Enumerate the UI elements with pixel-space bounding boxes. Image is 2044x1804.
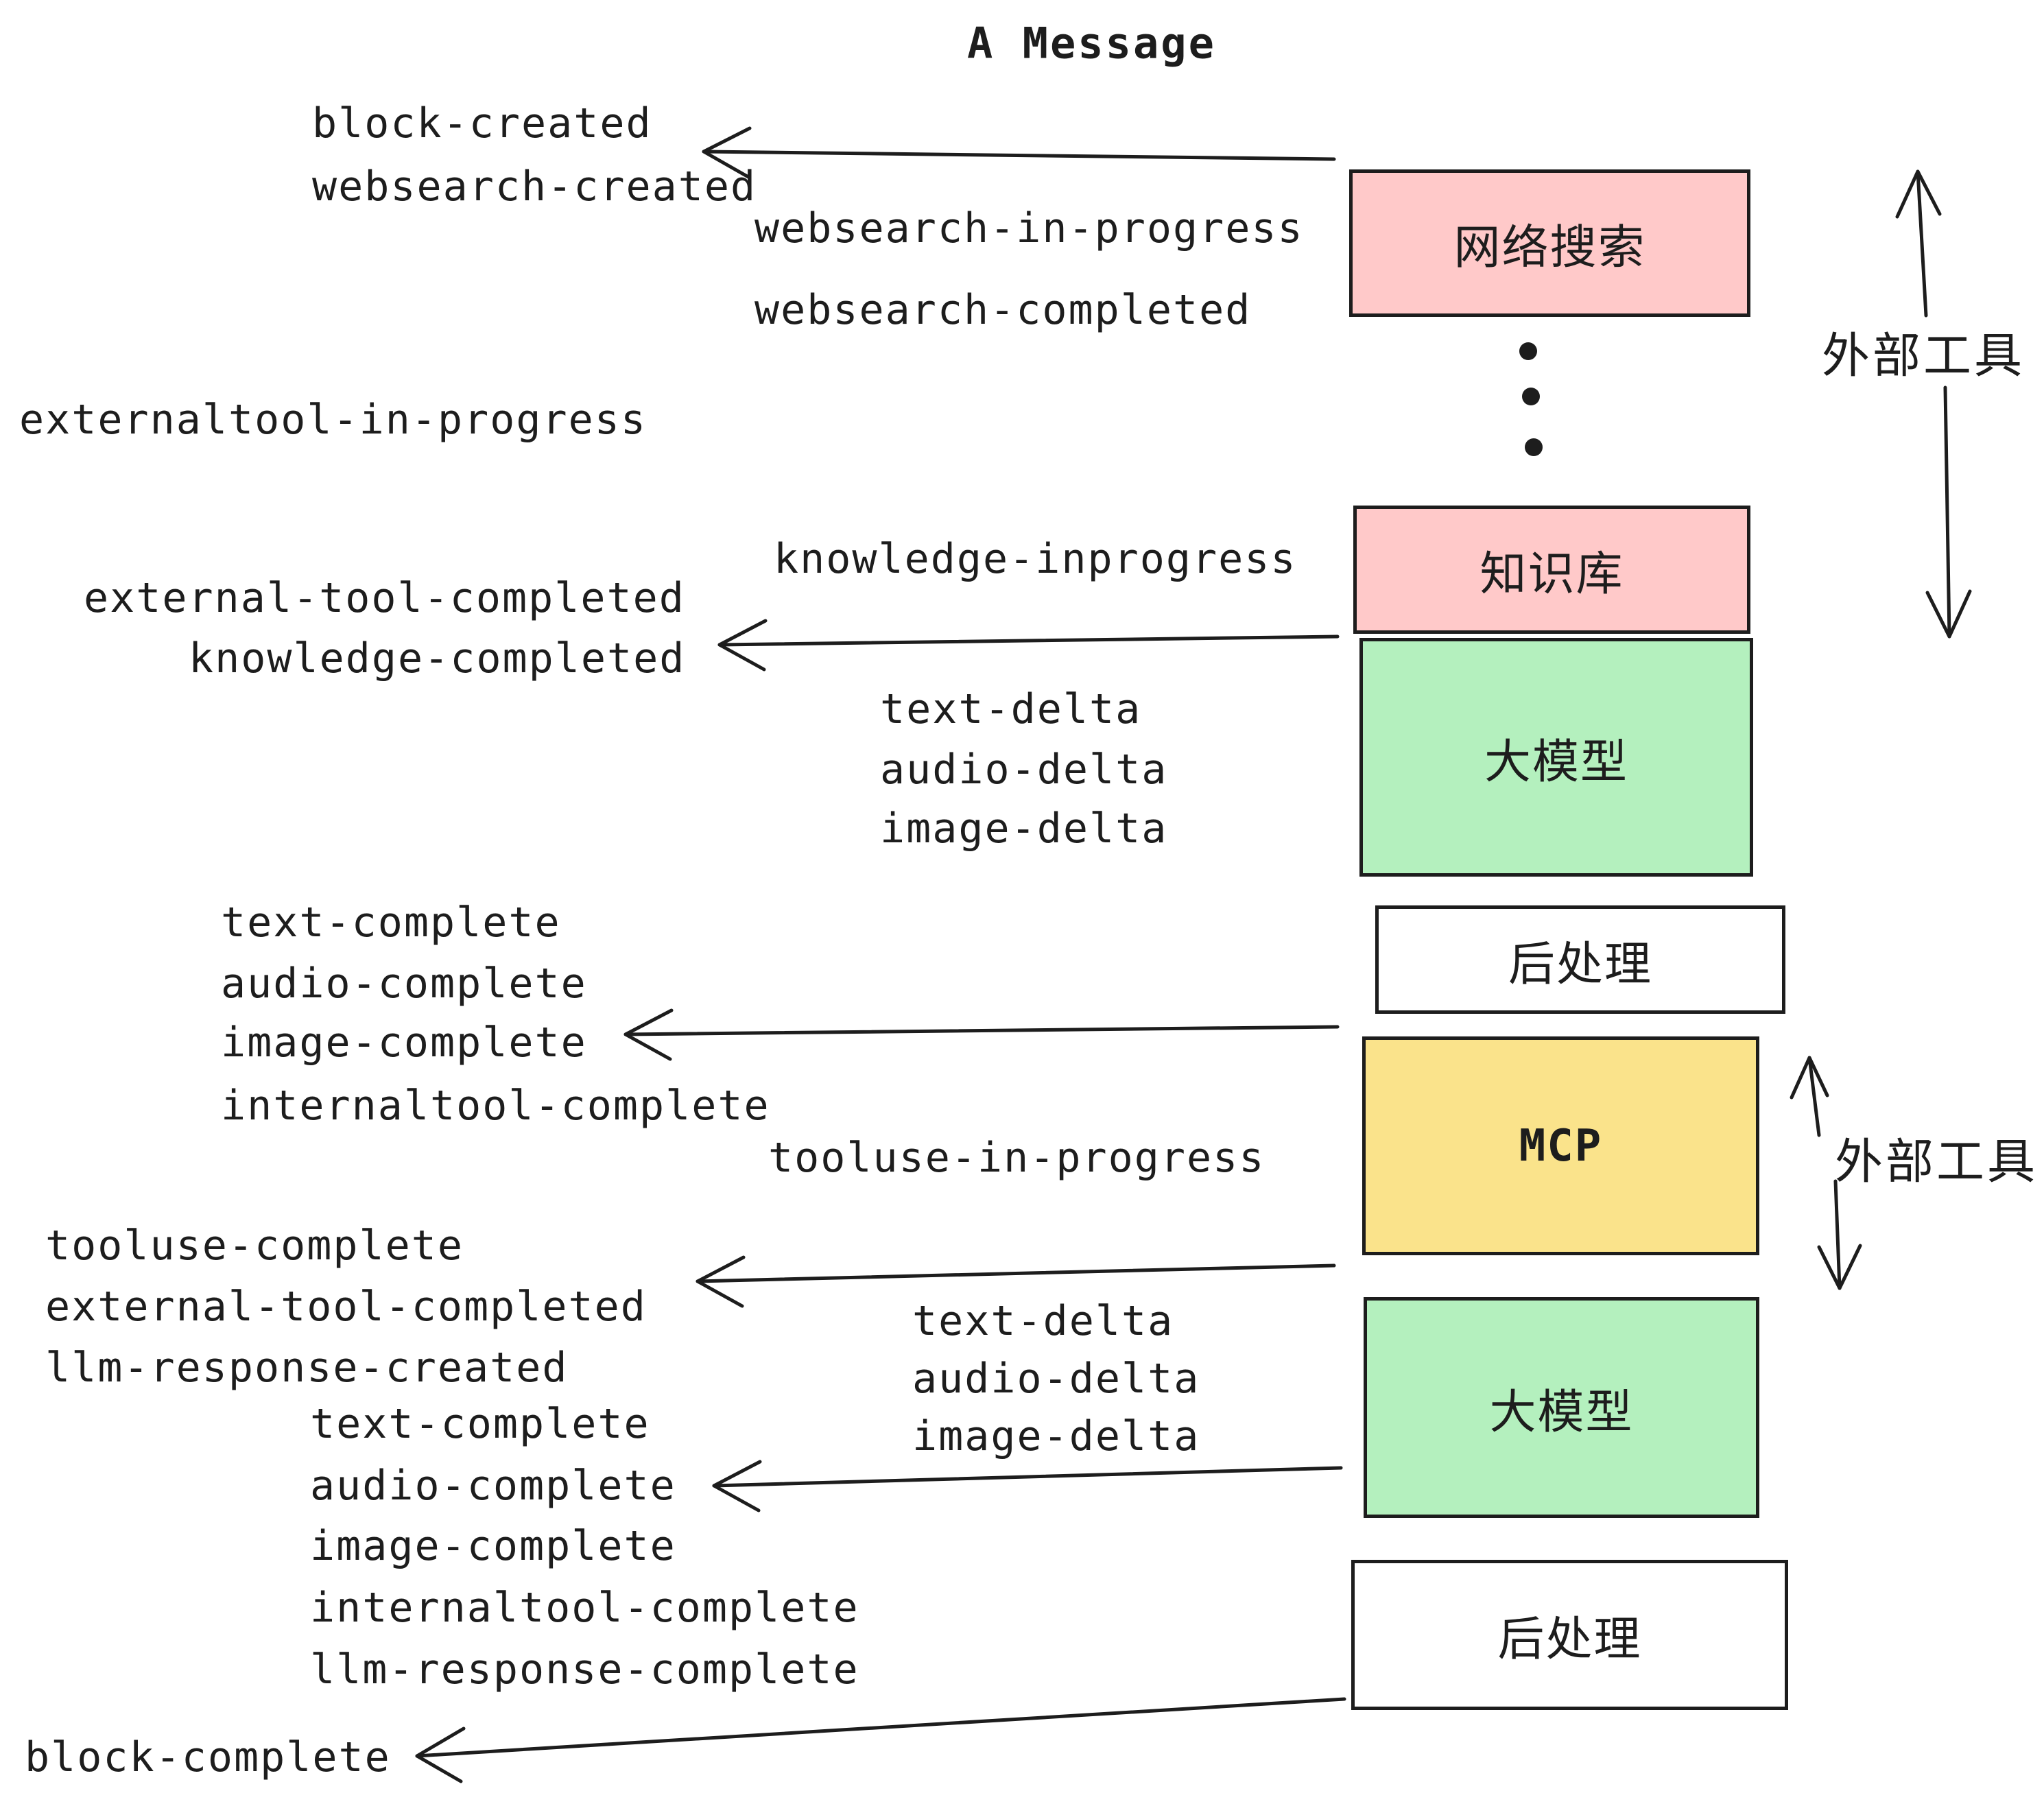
arrow-audio-complete [712, 1460, 1343, 1512]
event-llm-response-created: llm-response-created [45, 1344, 569, 1392]
event-llm-response-complete: llm-response-complete [310, 1646, 859, 1694]
external-tools-label-2: 外部工具 [1835, 1135, 2038, 1189]
external-tools-up-arrow-2 [1790, 1056, 1829, 1137]
event-external-tool-completed-2: external-tool-completed [45, 1283, 647, 1331]
event-image-delta-2: image-delta [912, 1412, 1200, 1460]
event-external-tool-completed: external-tool-completed [84, 574, 685, 622]
event-websearch-completed: websearch-completed [754, 286, 1252, 334]
event-block-complete: block-complete [25, 1733, 391, 1781]
arrow-internaltool-complete [623, 1008, 1340, 1061]
event-block-created: block-created [312, 99, 652, 147]
event-tooluse-complete: tooluse-complete [45, 1222, 464, 1270]
ellipsis-dots [1519, 342, 1543, 456]
box-websearch: 网络搜索 [1349, 169, 1750, 317]
event-audio-complete-1: audio-complete [221, 960, 587, 1008]
event-externaltool-in-progress: externaltool-in-progress [19, 396, 647, 444]
event-knowledge-completed: knowledge-completed [189, 634, 686, 683]
box-llm-2: 大模型 [1364, 1297, 1759, 1518]
arrow-knowledge-completed [717, 619, 1340, 672]
external-tools-down-arrow-1 [1925, 385, 1972, 639]
event-text-complete-2: text-complete [310, 1400, 650, 1448]
box-knowledge: 知识库 [1353, 506, 1750, 634]
event-text-delta-1: text-delta [880, 685, 1142, 733]
event-image-complete-2: image-complete [310, 1522, 676, 1570]
event-websearch-created: websearch-created [312, 163, 757, 211]
page-title: A Message [967, 18, 1216, 69]
event-knowledge-inprogress: knowledge-inprogress [774, 535, 1297, 583]
event-image-delta-1: image-delta [880, 805, 1168, 853]
event-audio-complete-2: audio-complete [310, 1462, 676, 1510]
event-websearch-in-progress: websearch-in-progress [754, 204, 1304, 252]
event-internaltool-complete-2: internaltool-complete [310, 1584, 859, 1632]
box-mcp: MCP [1362, 1036, 1759, 1255]
arrow-block-created [702, 126, 1336, 179]
event-internaltool-complete-1: internaltool-complete [221, 1082, 770, 1130]
box-postprocess-1: 后处理 [1375, 905, 1785, 1014]
event-text-delta-2: text-delta [912, 1297, 1174, 1345]
box-postprocess-2: 后处理 [1351, 1560, 1788, 1710]
box-llm-1: 大模型 [1359, 638, 1753, 877]
event-text-complete-1: text-complete [221, 899, 561, 947]
external-tools-up-arrow-1 [1895, 169, 1942, 318]
event-tooluse-in-progress: tooluse-in-progress [768, 1134, 1265, 1182]
event-audio-delta-2: audio-delta [912, 1355, 1200, 1403]
event-image-complete-1: image-complete [221, 1019, 587, 1067]
external-tools-down-arrow-2 [1817, 1179, 1862, 1290]
event-audio-delta-1: audio-delta [880, 746, 1168, 794]
external-tools-label-1: 外部工具 [1822, 329, 2025, 383]
arrow-block-complete [415, 1697, 1346, 1783]
